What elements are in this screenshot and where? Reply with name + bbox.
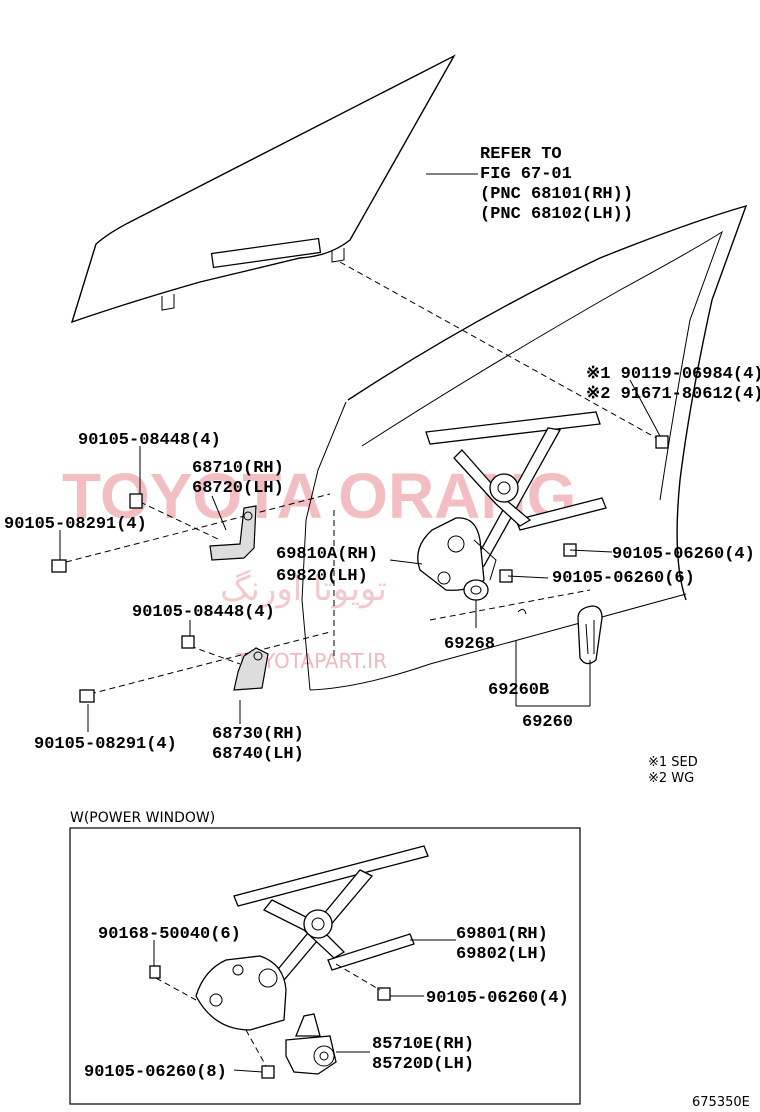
note-sed: ※1 SED xyxy=(648,755,698,770)
refer-line-3: (PNC 68101(RH)) xyxy=(480,185,633,204)
label-90105-08291-b: 90105-08291(4) xyxy=(34,735,177,754)
guide-line xyxy=(65,493,331,563)
guide-line xyxy=(139,501,221,541)
refer-line-2: FIG 67-01 xyxy=(480,165,572,184)
label-90105-06260-8: 90105-06260(8) xyxy=(84,1063,227,1082)
window-motor xyxy=(285,1013,337,1075)
bolt xyxy=(377,987,391,1001)
power-window-box xyxy=(69,827,581,1105)
label-91671: ※2 91671-80612(4) xyxy=(586,385,760,404)
regulator-handle-base xyxy=(463,579,489,601)
label-90119: ※1 90119-06984(4) xyxy=(586,365,760,384)
guide-line xyxy=(245,1029,267,1067)
regulator-handle xyxy=(517,605,603,665)
refer-line-1: REFER TO xyxy=(480,145,562,164)
guide-line xyxy=(429,589,591,621)
bolt xyxy=(655,435,669,449)
bolt xyxy=(181,635,195,649)
label-68740: 68740(LH) xyxy=(212,745,304,764)
refer-line-4: (PNC 68102(LH)) xyxy=(480,205,633,224)
bolt xyxy=(149,965,161,979)
label-90105-06260-4a: 90105-06260(4) xyxy=(612,545,755,564)
guide-line xyxy=(89,631,331,695)
window-regulator-power xyxy=(195,845,429,1031)
guide-line xyxy=(189,645,241,665)
label-69801: 69801(RH) xyxy=(456,925,548,944)
label-69802: 69802(LH) xyxy=(456,945,548,964)
note-wg: ※2 WG xyxy=(648,771,694,786)
bolt xyxy=(79,689,95,703)
label-68730: 68730(RH) xyxy=(212,725,304,744)
hinge-bracket-upper xyxy=(209,505,257,561)
label-68710: 68710(RH) xyxy=(192,459,284,478)
label-69260: 69260 xyxy=(522,713,573,732)
label-69260b: 69260B xyxy=(488,681,549,700)
label-90105-06260-4b: 90105-06260(4) xyxy=(426,989,569,1008)
label-69268: 69268 xyxy=(444,635,495,654)
bolt xyxy=(261,1065,275,1079)
label-85710e: 85710E(RH) xyxy=(372,1035,474,1054)
label-90105-08291-a: 90105-08291(4) xyxy=(4,515,147,534)
label-90105-08448-b: 90105-08448(4) xyxy=(132,603,275,622)
label-90105-08448-a: 90105-08448(4) xyxy=(78,431,221,450)
label-90168: 90168-50040(6) xyxy=(98,925,241,944)
door-glass xyxy=(70,54,478,324)
hinge-bracket-lower xyxy=(233,647,269,691)
figure-id: 675350E xyxy=(692,1095,750,1110)
window-regulator-manual xyxy=(417,411,607,591)
bolt xyxy=(51,559,67,573)
guide-line xyxy=(335,963,381,991)
door-frame xyxy=(301,204,748,691)
bolt xyxy=(129,493,143,509)
label-68720: 68720(LH) xyxy=(192,479,284,498)
guide-line xyxy=(339,261,661,441)
power-window-heading: W(POWER WINDOW) xyxy=(70,810,215,826)
guide-line xyxy=(155,977,197,1001)
label-69820: 69820(LH) xyxy=(276,567,368,586)
label-69810a: 69810A(RH) xyxy=(276,545,378,564)
label-85720d: 85720D(LH) xyxy=(372,1055,474,1074)
label-90105-06260-6: 90105-06260(6) xyxy=(552,569,695,588)
